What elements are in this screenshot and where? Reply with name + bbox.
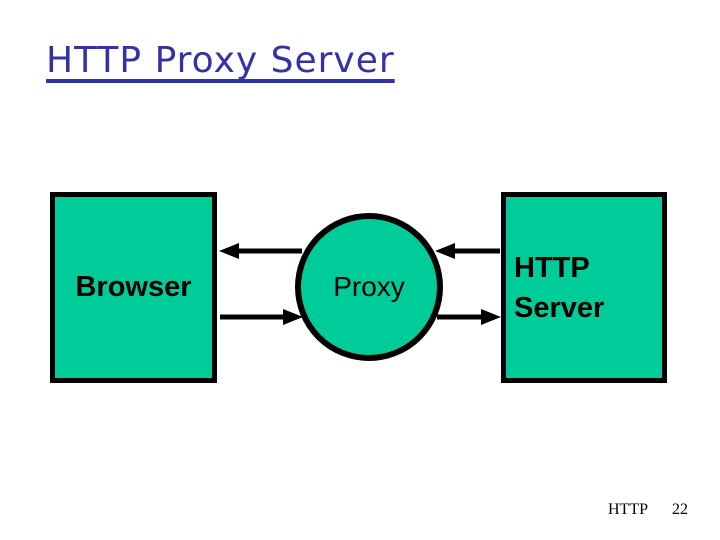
arrow-server-to-proxy — [435, 243, 500, 259]
arrow-proxy-to-browser — [219, 243, 302, 259]
slide-footer: HTTP 22 — [0, 501, 720, 525]
arrow-browser-to-proxy — [220, 309, 303, 325]
server-node: HTTP Server — [501, 192, 667, 383]
arrow-proxy-to-server — [437, 309, 501, 325]
browser-node: Browser — [50, 192, 217, 383]
proxy-label: Proxy — [333, 271, 405, 302]
slide-title: HTTP Proxy Server — [46, 40, 395, 81]
server-label: HTTP Server — [514, 251, 605, 324]
proxy-node: Proxy — [295, 213, 443, 361]
browser-label: Browser — [75, 271, 192, 303]
page-number: 22 — [672, 501, 688, 518]
footer-label: HTTP — [608, 501, 648, 518]
